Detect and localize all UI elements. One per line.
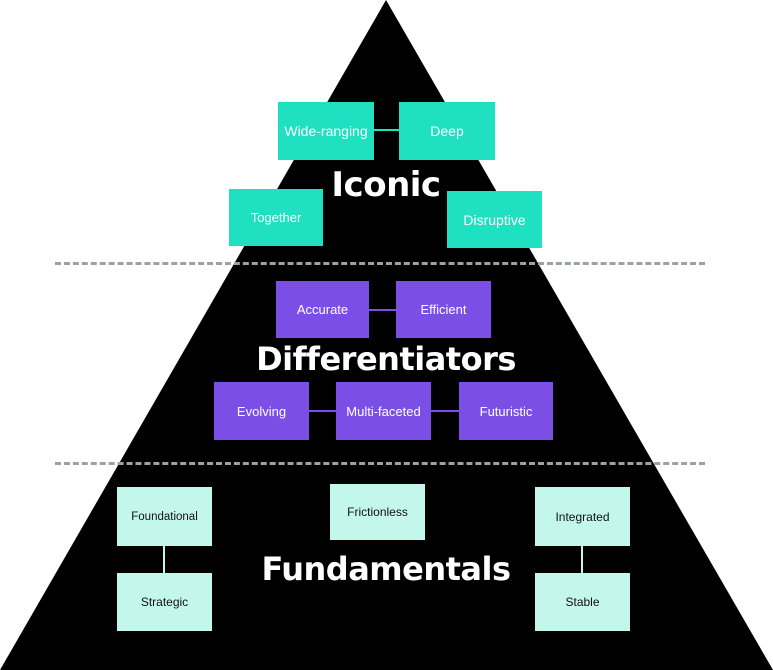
tier-title-differentiators: Differentiators — [256, 340, 516, 378]
divider-differentiators-fundamentals — [55, 462, 705, 465]
box-evolving: Evolving — [214, 382, 309, 440]
connector-accurate-efficient — [369, 309, 396, 311]
box-together: Together — [229, 189, 323, 246]
box-deep: Deep — [399, 102, 495, 160]
box-efficient: Efficient — [396, 281, 491, 338]
box-strategic: Strategic — [117, 573, 212, 631]
connector-integrated-stable — [581, 546, 583, 573]
divider-iconic-differentiators — [55, 262, 705, 265]
box-frictionless: Frictionless — [330, 484, 425, 540]
box-disruptive: Disruptive — [447, 191, 542, 248]
connector-evolving-multi-faceted — [309, 410, 336, 412]
tier-title-iconic: Iconic — [331, 165, 441, 205]
box-integrated: Integrated — [535, 487, 630, 546]
tier-title-fundamentals: Fundamentals — [261, 550, 511, 588]
connector-wide-ranging-deep — [374, 129, 399, 131]
box-wide-ranging: Wide-ranging — [278, 102, 374, 160]
connector-foundational-strategic — [163, 546, 165, 573]
box-foundational: Foundational — [117, 487, 212, 546]
box-futuristic: Futuristic — [459, 382, 553, 440]
connector-multi-faceted-futuristic — [431, 410, 459, 412]
box-accurate: Accurate — [276, 281, 369, 338]
box-multi-faceted: Multi-faceted — [336, 382, 431, 440]
box-stable: Stable — [535, 573, 630, 631]
